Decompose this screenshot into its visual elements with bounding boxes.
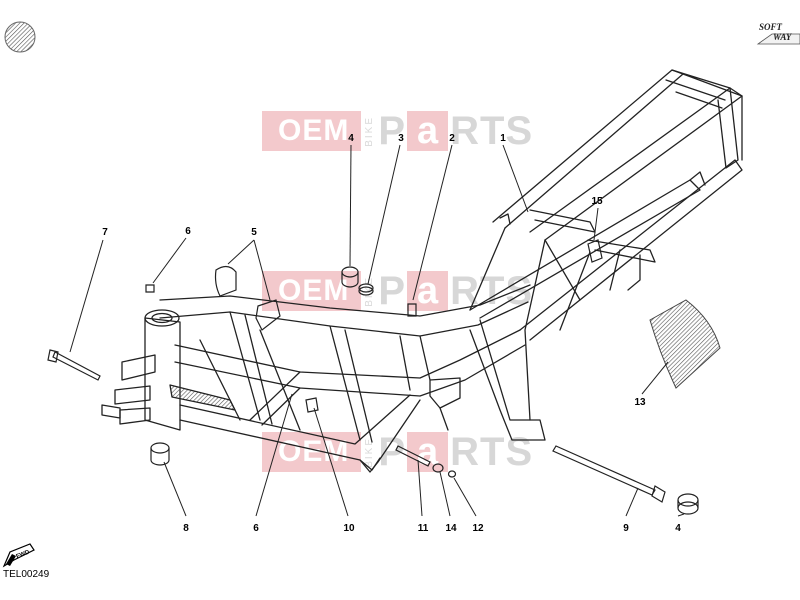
fwd-arrow-icon: FWD <box>2 543 35 568</box>
callout-label: 3 <box>398 133 404 144</box>
watermark-rts: RTS <box>450 269 534 313</box>
watermark-p: P <box>378 109 406 153</box>
part-bolt-11 <box>395 445 457 478</box>
callout-label: 14 <box>445 523 457 534</box>
callout-label: 2 <box>449 133 455 144</box>
part-cap-8 <box>150 442 170 466</box>
callout-label: 5 <box>251 227 257 238</box>
callout-label: 15 <box>591 196 603 207</box>
callout-label: 12 <box>472 523 484 534</box>
brand-logo: SOFT WAY <box>757 22 799 44</box>
drawing-code: TEL00249 <box>3 569 50 580</box>
part-bumper-5 <box>214 265 281 331</box>
part-screw-6-top <box>145 284 155 293</box>
part-screw-2 <box>407 303 417 317</box>
callout-label: 4 <box>675 523 681 534</box>
watermark-a: a <box>407 111 449 151</box>
part-washer-3 <box>358 283 374 296</box>
callout-label: 7 <box>102 227 108 238</box>
callout-labels: 1 2 3 4 5 6 7 8 6 10 11 14 12 9 4 13 15 <box>102 133 681 534</box>
globe-icon <box>4 21 36 53</box>
part-bolt-9 <box>552 445 666 503</box>
brand-line1: SOFT <box>759 22 783 32</box>
fwd-label: FWD <box>16 549 32 560</box>
callout-label: 4 <box>348 133 354 144</box>
watermark-middle: OEM BIKE P a RTS <box>262 271 533 311</box>
part-decal-13 <box>649 299 721 389</box>
part-bolt-7 <box>47 349 101 381</box>
frame-structure <box>101 69 743 473</box>
watermark-oem: OEM <box>262 111 362 151</box>
brand-line2: WAY <box>773 32 792 42</box>
part-mount-10 <box>305 397 319 413</box>
callout-label: 9 <box>623 523 629 534</box>
callout-label: 11 <box>418 523 429 534</box>
callout-label: 1 <box>500 133 506 144</box>
callout-label: 6 <box>185 226 191 237</box>
watermark-p: P <box>378 269 406 313</box>
watermark-top: OEM BIKE P a RTS <box>262 111 533 151</box>
watermark-oem: OEM <box>262 271 362 311</box>
part-bracket-15 <box>587 239 603 263</box>
callout-label: 13 <box>634 397 646 408</box>
leader-lines <box>69 144 685 517</box>
part-cap-4-right <box>677 493 699 515</box>
watermark-rts: RTS <box>450 109 534 153</box>
callout-label: 8 <box>183 523 189 534</box>
brand-badge-icon <box>756 33 800 45</box>
callout-label: 6 <box>253 523 259 534</box>
watermark-rts: RTS <box>450 430 534 474</box>
part-bushing-4-top <box>341 266 359 288</box>
callout-label: 10 <box>343 523 355 534</box>
